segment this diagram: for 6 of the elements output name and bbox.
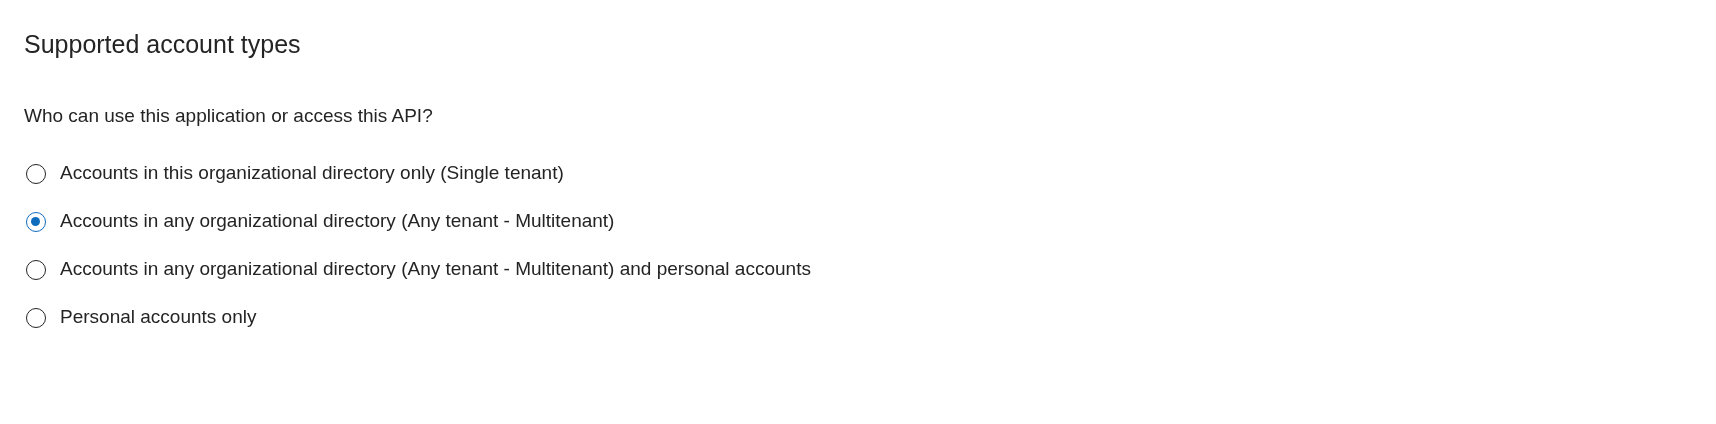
option-label: Personal accounts only <box>60 304 257 330</box>
option-label: Accounts in this organizational directory only (Single tenant) <box>60 160 564 186</box>
option-label: Accounts in any organizational directory (Any tenant - Multitenant) <box>60 208 615 234</box>
section-heading: Supported account types <box>24 30 301 59</box>
option-label: Accounts in any organizational directory (Any tenant - Multitenant) and personal accounts <box>60 256 811 282</box>
question-text: Who can use this application or access this API? <box>24 105 433 127</box>
